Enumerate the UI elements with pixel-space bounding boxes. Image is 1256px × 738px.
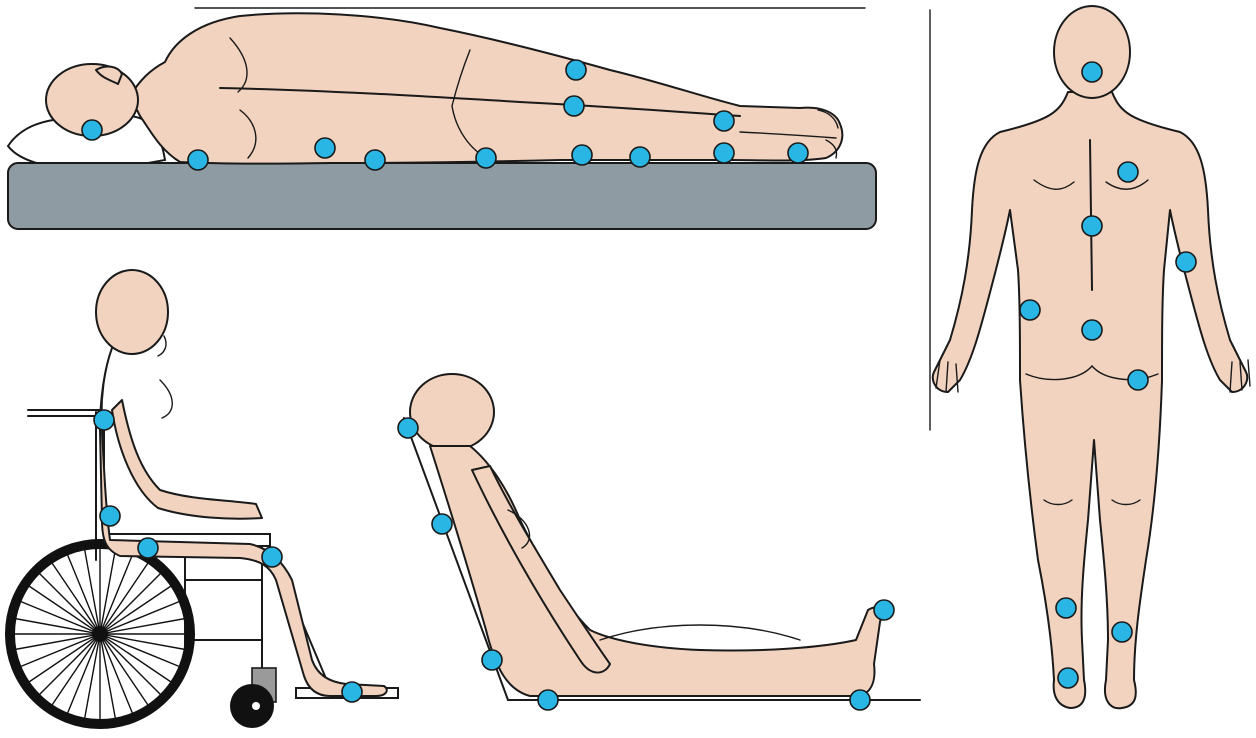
pressure-point-marker-back-view-3 bbox=[1082, 216, 1102, 236]
pressure-point-marker-wheelchair-seated-2 bbox=[100, 506, 120, 526]
pressure-point-marker-side-lying-10 bbox=[714, 111, 734, 131]
pressure-point-marker-side-lying-5 bbox=[476, 148, 496, 168]
pressure-point-marker-reclining-1 bbox=[398, 418, 418, 438]
reclining-knee bbox=[600, 625, 800, 640]
pressure-point-marker-reclining-2 bbox=[432, 514, 452, 534]
pressure-point-marker-reclining-6 bbox=[874, 600, 894, 620]
reclining-head bbox=[410, 374, 494, 450]
pressure-point-marker-side-lying-9 bbox=[630, 147, 650, 167]
pressure-point-marker-back-view-6 bbox=[1082, 320, 1102, 340]
back-view-panel bbox=[930, 6, 1250, 708]
seated-body bbox=[100, 348, 387, 696]
mattress bbox=[8, 163, 876, 229]
wheelchair-rear-wheel bbox=[10, 544, 190, 724]
pressure-point-marker-side-lying-12 bbox=[788, 143, 808, 163]
pressure-point-marker-back-view-4 bbox=[1176, 252, 1196, 272]
pressure-point-marker-back-view-10 bbox=[1058, 668, 1078, 688]
pressure-point-marker-back-view-9 bbox=[1112, 622, 1132, 642]
pressure-point-marker-side-lying-2 bbox=[188, 150, 208, 170]
pressure-point-marker-wheelchair-seated-3 bbox=[138, 538, 158, 558]
pressure-point-marker-back-view-8 bbox=[1056, 598, 1076, 618]
pressure-point-marker-wheelchair-seated-1 bbox=[94, 410, 114, 430]
pressure-point-marker-side-lying-4 bbox=[365, 150, 385, 170]
pressure-point-marker-reclining-3 bbox=[482, 650, 502, 670]
pressure-point-marker-back-view-5 bbox=[1020, 300, 1040, 320]
pressure-point-marker-side-lying-8 bbox=[572, 145, 592, 165]
pressure-point-marker-side-lying-11 bbox=[714, 143, 734, 163]
pressure-point-marker-side-lying-1 bbox=[82, 120, 102, 140]
back-head bbox=[1054, 6, 1130, 98]
wheelchair-panel bbox=[10, 270, 398, 728]
seated-head bbox=[96, 270, 168, 354]
pressure-point-marker-side-lying-7 bbox=[564, 96, 584, 116]
pressure-point-marker-wheelchair-seated-5 bbox=[342, 682, 362, 702]
pressure-point-marker-reclining-5 bbox=[850, 690, 870, 710]
side-lying-panel bbox=[8, 8, 876, 229]
pressure-point-marker-side-lying-6 bbox=[566, 60, 586, 80]
seated-arm bbox=[112, 400, 262, 519]
pressure-point-marker-back-view-1 bbox=[1082, 62, 1102, 82]
pressure-point-marker-back-view-2 bbox=[1118, 162, 1138, 182]
pressure-point-marker-back-view-7 bbox=[1128, 370, 1148, 390]
pressure-point-marker-side-lying-3 bbox=[315, 138, 335, 158]
reclining-panel bbox=[404, 374, 920, 700]
pressure-point-marker-reclining-4 bbox=[538, 690, 558, 710]
pressure-point-marker-wheelchair-seated-4 bbox=[262, 547, 282, 567]
seated-breast bbox=[160, 380, 172, 418]
